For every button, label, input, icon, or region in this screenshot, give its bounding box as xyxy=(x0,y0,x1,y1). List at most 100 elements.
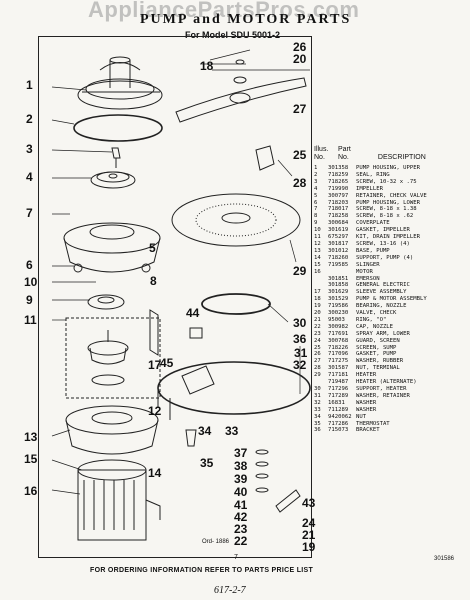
part-description: KIT, DRAIN IMPELLER xyxy=(356,234,420,241)
part-number: 675297 xyxy=(328,234,349,241)
drain-impeller-kit-box xyxy=(65,317,161,399)
part-number: 301629 xyxy=(328,289,349,296)
callout-27: 27 xyxy=(293,102,307,116)
item-number: 19 xyxy=(314,303,321,310)
item-number: 8 xyxy=(314,213,318,220)
part-description: MOTOR xyxy=(356,268,373,275)
item-number xyxy=(314,276,328,283)
callout-18: 18 xyxy=(200,59,214,73)
item-number: 12 xyxy=(314,240,321,247)
part-description: IMPELLER xyxy=(356,185,383,192)
callout-33: 33 xyxy=(225,424,239,438)
item-number: 18 xyxy=(314,296,321,303)
callout-25: 25 xyxy=(293,148,307,162)
part-number: 9420062 xyxy=(328,413,352,420)
parts-list-row: 11 675297 KIT, DRAIN IMPELLER xyxy=(314,234,466,241)
coverplate-part xyxy=(87,294,125,310)
part-description: SPRAY ARM, LOWER xyxy=(356,330,410,337)
page-number: 7 xyxy=(234,554,238,561)
part-description: PUMP HOUSING, UPPER xyxy=(356,165,420,171)
callout-21: 21 xyxy=(302,528,316,542)
callout-26: 26 xyxy=(293,40,307,54)
part-number: 301619 xyxy=(328,227,349,234)
part-description: SCREEN, SUMP xyxy=(356,344,397,351)
part-description: HEATER (ALTERNATE) xyxy=(356,379,417,386)
thermostat-part xyxy=(181,327,215,395)
callout-13: 13 xyxy=(24,430,38,444)
part-description: VALVE, CHECK xyxy=(356,310,397,317)
callout-2: 2 xyxy=(26,112,33,126)
callout-9: 9 xyxy=(26,293,33,307)
parts-list-header: Illus. Part No. No. DESCRIPTION xyxy=(314,146,466,162)
part-description: BRACKET xyxy=(356,427,380,434)
part-number xyxy=(328,269,356,276)
item-number: 1 xyxy=(314,165,318,171)
item-number: 10 xyxy=(314,227,321,234)
callout-39: 39 xyxy=(234,472,248,486)
callout-8: 8 xyxy=(150,274,157,288)
callout-37: 37 xyxy=(234,446,248,460)
part-description: GENERAL ELECTRIC xyxy=(356,282,410,289)
item-number: 23 xyxy=(314,330,321,337)
item-number: 36 xyxy=(314,427,321,434)
item-number: 11 xyxy=(314,234,321,241)
callout-3: 3 xyxy=(26,142,33,156)
item-number: 35 xyxy=(314,420,321,427)
screen-guard-part xyxy=(255,145,275,171)
part-number: 301529 xyxy=(328,296,349,303)
part-number: 717275 xyxy=(328,358,349,365)
part-number: 718260 xyxy=(328,254,349,261)
part-number: 301587 xyxy=(328,365,349,372)
callout-15: 15 xyxy=(24,452,38,466)
part-number: 300230 xyxy=(328,310,349,317)
item-number: 15 xyxy=(314,261,321,268)
item-number: 4 xyxy=(314,185,318,192)
header-no: No. xyxy=(314,154,325,161)
part-description: EMERSON xyxy=(356,275,380,282)
callout-28: 28 xyxy=(293,176,307,190)
item-number: 29 xyxy=(314,372,321,379)
page-title: PUMP and MOTOR PARTS xyxy=(140,12,352,27)
callout-22: 22 xyxy=(234,534,248,548)
part-number: 300797 xyxy=(328,192,349,199)
part-description: SUPPORT, HEATER xyxy=(356,386,407,392)
item-number: 34 xyxy=(314,413,321,420)
item-number: 7 xyxy=(314,206,318,213)
part-number: 301012 xyxy=(328,247,349,254)
callout-11: 11 xyxy=(24,313,37,327)
item-number: 13 xyxy=(314,247,321,254)
callout-12: 12 xyxy=(148,404,162,418)
item-number: 30 xyxy=(314,386,321,392)
item-number: 27 xyxy=(314,358,321,365)
callout-10: 10 xyxy=(24,275,38,289)
callout-7: 7 xyxy=(26,206,33,220)
callout-31: 31 xyxy=(294,346,308,360)
item-number: 25 xyxy=(314,344,321,351)
part-description: SUPPORT, PUMP (4) xyxy=(356,254,414,261)
callout-35: 35 xyxy=(200,456,214,470)
part-number: 719586 xyxy=(328,303,349,310)
item-number: 31 xyxy=(314,392,321,399)
part-number: 715073 xyxy=(328,427,349,434)
callout-14: 14 xyxy=(148,466,162,480)
sump-screen-part xyxy=(171,193,301,247)
item-number: 16 xyxy=(314,268,321,275)
